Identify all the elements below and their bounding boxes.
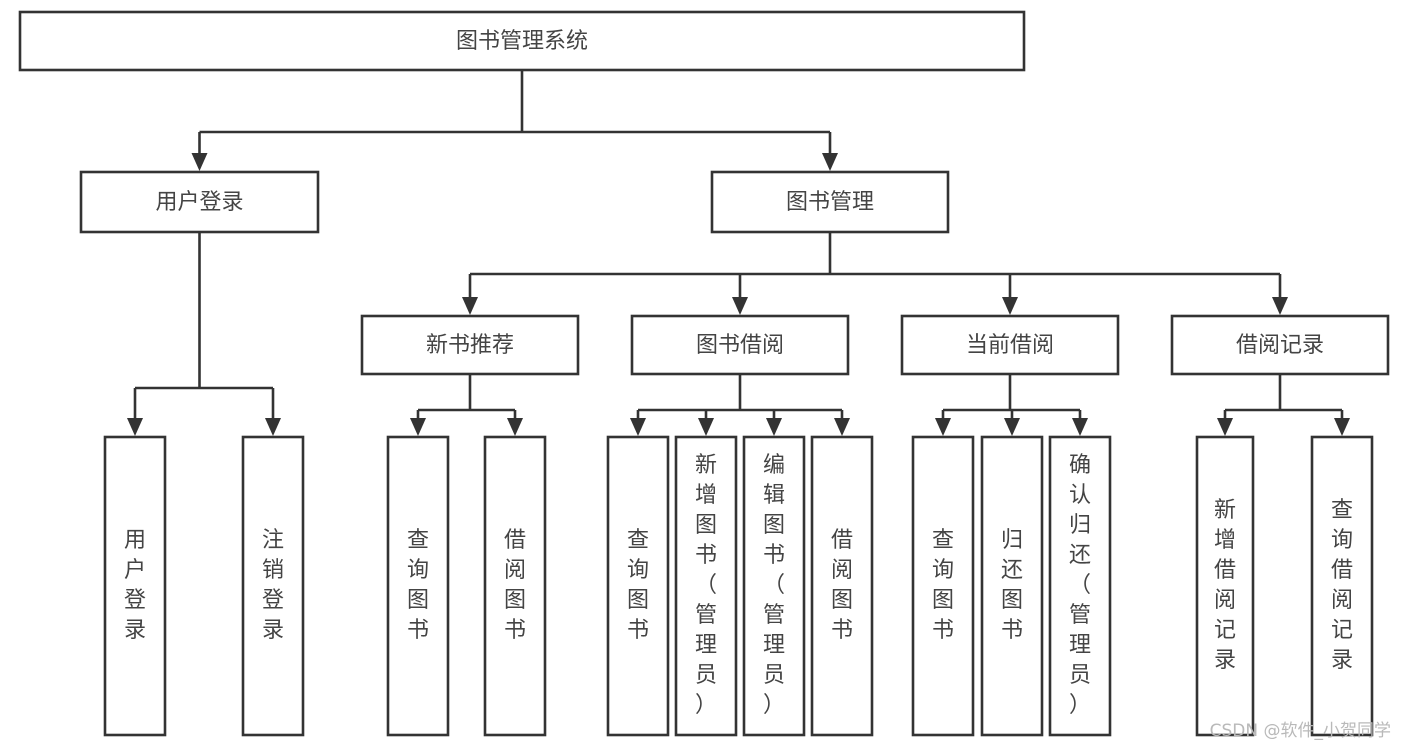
node-box bbox=[606, 435, 670, 737]
node-label: 查询图书 bbox=[407, 528, 429, 643]
node-box bbox=[674, 435, 738, 737]
node-box bbox=[630, 314, 850, 376]
node-borrow-record[interactable]: 借阅记录 bbox=[1170, 314, 1390, 376]
node-label: 查询图书 bbox=[932, 528, 954, 643]
node-leaf-borrow-book-2[interactable]: 借阅图书 bbox=[810, 435, 874, 737]
node-current-borrow[interactable]: 当前借阅 bbox=[900, 314, 1120, 376]
arrowhead-icon bbox=[462, 297, 478, 315]
node-box bbox=[710, 170, 950, 234]
node-label: 注销登录 bbox=[262, 528, 284, 643]
node-label: 借阅图书 bbox=[504, 528, 526, 643]
arrowhead-icon bbox=[127, 418, 143, 436]
node-box bbox=[103, 435, 167, 737]
node-label: 图书管理系统 bbox=[456, 29, 588, 54]
arrowhead-icon bbox=[822, 153, 838, 171]
arrowhead-icon bbox=[410, 418, 426, 436]
arrowhead-icon bbox=[698, 418, 714, 436]
arrowhead-icon bbox=[1002, 297, 1018, 315]
node-leaf-user-login[interactable]: 用户登录 bbox=[103, 435, 167, 737]
connector-edges bbox=[127, 70, 1350, 436]
arrowhead-icon bbox=[1072, 418, 1088, 436]
arrowhead-icon bbox=[507, 418, 523, 436]
node-leaf-query-book-3[interactable]: 查询图书 bbox=[911, 435, 975, 737]
node-box bbox=[483, 435, 547, 737]
arrowhead-icon bbox=[191, 153, 208, 171]
node-leaf-query-book-1[interactable]: 查询图书 bbox=[386, 435, 450, 737]
node-box bbox=[980, 435, 1044, 737]
arrowhead-icon bbox=[1004, 418, 1020, 436]
node-box bbox=[18, 10, 1026, 72]
node-box bbox=[911, 435, 975, 737]
node-label: 当前借阅 bbox=[966, 333, 1054, 358]
node-label: 图书借阅 bbox=[696, 333, 784, 358]
arrowhead-icon bbox=[1217, 418, 1233, 436]
arrowhead-icon bbox=[834, 418, 850, 436]
node-box bbox=[79, 170, 320, 234]
node-box bbox=[1170, 314, 1390, 376]
node-label: 借阅图书 bbox=[831, 528, 853, 643]
node-label: 用户登录 bbox=[155, 190, 243, 215]
arrowhead-icon bbox=[265, 418, 281, 436]
node-leaf-borrow-book-1[interactable]: 借阅图书 bbox=[483, 435, 547, 737]
node-leaf-add-book[interactable]: 新增图书（管理员） bbox=[674, 435, 738, 737]
node-label: 查询借阅记录 bbox=[1331, 498, 1353, 673]
node-box bbox=[241, 435, 305, 737]
node-label: 借阅记录 bbox=[1236, 333, 1324, 358]
node-box bbox=[1048, 435, 1112, 737]
node-box bbox=[360, 314, 580, 376]
node-label: 确认归还（管理员） bbox=[1069, 453, 1091, 718]
node-box bbox=[742, 435, 806, 737]
node-label: 新增借阅记录 bbox=[1214, 498, 1236, 673]
node-book-borrow[interactable]: 图书借阅 bbox=[630, 314, 850, 376]
node-leaf-add-record[interactable]: 新增借阅记录 bbox=[1195, 435, 1255, 737]
node-root[interactable]: 图书管理系统 bbox=[18, 10, 1026, 72]
node-leaf-query-record[interactable]: 查询借阅记录 bbox=[1310, 435, 1374, 737]
node-label: 新增图书（管理员） bbox=[695, 453, 717, 718]
arrowhead-icon bbox=[630, 418, 646, 436]
node-box bbox=[900, 314, 1120, 376]
node-label: 编辑图书（管理员） bbox=[763, 453, 785, 718]
node-box bbox=[1310, 435, 1374, 737]
watermark-text: CSDN @软件_小贺同学 bbox=[1209, 721, 1391, 741]
node-label: 图书管理 bbox=[786, 190, 874, 215]
node-boxes: 图书管理系统用户登录图书管理新书推荐图书借阅当前借阅借阅记录用户登录注销登录查询… bbox=[18, 10, 1390, 737]
node-leaf-edit-book[interactable]: 编辑图书（管理员） bbox=[742, 435, 806, 737]
node-leaf-confirm-return[interactable]: 确认归还（管理员） bbox=[1048, 435, 1112, 737]
node-label: 用户登录 bbox=[124, 528, 146, 643]
node-user-login[interactable]: 用户登录 bbox=[79, 170, 320, 234]
node-label: 查询图书 bbox=[627, 528, 649, 643]
node-label: 新书推荐 bbox=[426, 333, 514, 358]
node-label: 归还图书 bbox=[1001, 528, 1023, 643]
arrowhead-icon bbox=[1272, 297, 1288, 315]
node-box bbox=[810, 435, 874, 737]
arrowhead-icon bbox=[766, 418, 782, 436]
arrowhead-icon bbox=[732, 297, 748, 315]
arrowhead-icon bbox=[1334, 418, 1350, 436]
node-leaf-query-book-2[interactable]: 查询图书 bbox=[606, 435, 670, 737]
node-box bbox=[386, 435, 450, 737]
node-box bbox=[1195, 435, 1255, 737]
node-new-book-recommend[interactable]: 新书推荐 bbox=[360, 314, 580, 376]
node-book-manage[interactable]: 图书管理 bbox=[710, 170, 950, 234]
node-leaf-return-book[interactable]: 归还图书 bbox=[980, 435, 1044, 737]
node-leaf-logout[interactable]: 注销登录 bbox=[241, 435, 305, 737]
arrowhead-icon bbox=[935, 418, 951, 436]
